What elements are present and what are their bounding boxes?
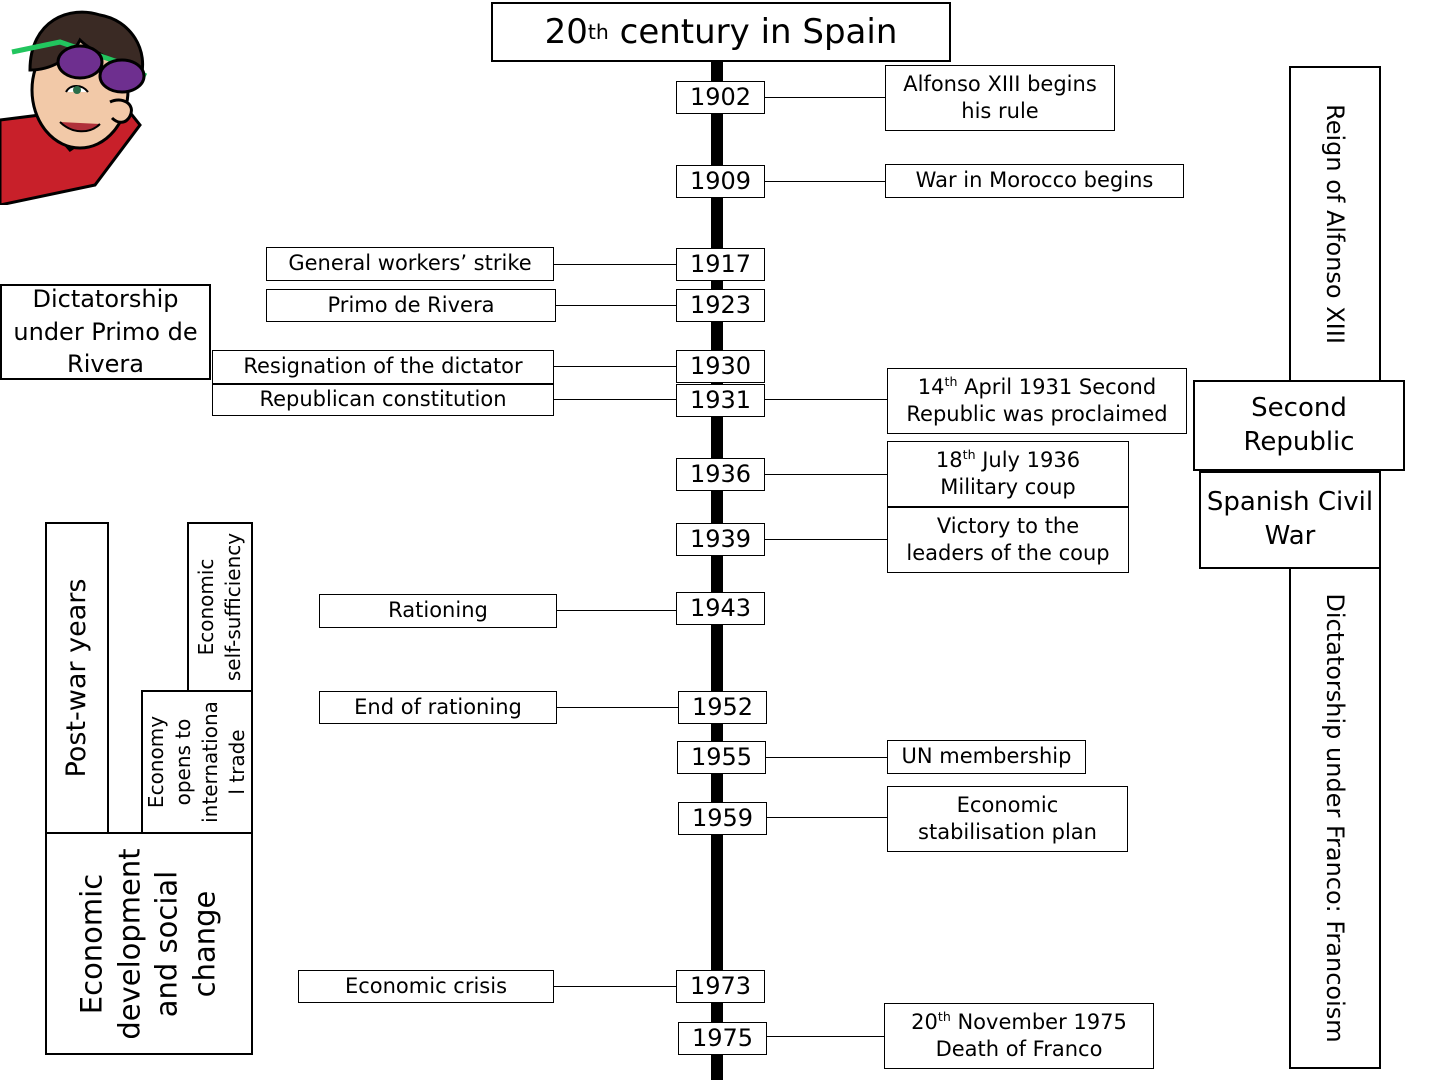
economy-opens-label: Economy opens to internationa l trade — [144, 701, 249, 823]
connector-line — [765, 539, 888, 540]
period-economy-opens: Economy opens to internationa l trade — [141, 690, 253, 834]
year-1902: 1902 — [676, 81, 765, 114]
event-1939: Victory to the leaders of the coup — [887, 507, 1129, 573]
avatar-icon — [0, 10, 148, 207]
year-1959: 1959 — [678, 802, 767, 835]
event-1975: 20th November 1975 Death of Franco — [884, 1003, 1154, 1069]
title-number: 20 — [544, 11, 588, 52]
connector-line — [554, 399, 676, 400]
event-1931-right: 14th April 1931 Second Republic was proc… — [887, 368, 1187, 434]
event-1909: War in Morocco begins — [885, 164, 1184, 198]
francoism-label: Dictatorship under Franco: Francoism — [1321, 593, 1350, 1043]
avatar — [0, 0, 160, 207]
connector-line — [556, 305, 676, 306]
period-reign-alfonso: Reign of Alfonso XIII — [1289, 66, 1381, 382]
economic-development-label: Economic development and social change — [74, 847, 222, 1040]
connector-line — [557, 610, 676, 611]
period-second-republic: Second Republic — [1193, 380, 1405, 471]
connector-line — [765, 474, 888, 475]
connector-line — [557, 707, 678, 708]
event-1917: General workers’ strike — [266, 247, 554, 281]
connector-line — [554, 366, 676, 367]
connector-line — [554, 264, 676, 265]
event-1952: End of rationing — [319, 691, 557, 724]
title-sup: th — [587, 19, 609, 44]
year-1917: 1917 — [676, 248, 765, 281]
event-1936: 18th July 1936 Military coup — [887, 441, 1129, 507]
period-economic-development: Economic development and social change — [45, 832, 253, 1055]
self-sufficiency-label: Economic self-sufficiency — [194, 532, 245, 682]
connector-line — [767, 1036, 885, 1037]
timeline-axis — [711, 60, 723, 1080]
connector-line — [765, 97, 885, 98]
title-rest: century in Spain — [608, 11, 898, 52]
event-1955: UN membership — [887, 740, 1086, 774]
event-1973: Economic crisis — [298, 970, 554, 1003]
reign-alfonso-label: Reign of Alfonso XIII — [1321, 104, 1350, 344]
year-1943: 1943 — [676, 592, 765, 625]
year-1952: 1952 — [678, 691, 767, 724]
year-1975: 1975 — [678, 1022, 767, 1055]
year-1930: 1930 — [676, 350, 765, 383]
period-francoism: Dictatorship under Franco: Francoism — [1289, 567, 1381, 1069]
period-primo-de-rivera: Dictatorship under Primo de Rivera — [0, 284, 211, 380]
period-self-sufficiency: Economic self-sufficiency — [187, 522, 253, 692]
year-1973: 1973 — [676, 970, 765, 1003]
event-1959: Economic stabilisation plan — [887, 786, 1128, 852]
year-1939: 1939 — [676, 523, 765, 556]
year-1931: 1931 — [676, 384, 765, 417]
year-1923: 1923 — [676, 289, 765, 322]
year-1909: 1909 — [676, 165, 765, 198]
year-1936: 1936 — [676, 458, 765, 491]
event-1923: Primo de Rivera — [266, 289, 556, 322]
event-1943: Rationing — [319, 594, 557, 628]
connector-line — [554, 986, 676, 987]
period-post-war-years: Post-war years — [45, 522, 109, 834]
event-1930: Resignation of the dictator — [212, 350, 554, 384]
event-1931-left: Republican constitution — [212, 384, 554, 416]
event-1902: Alfonso XIII begins his rule — [885, 65, 1115, 131]
post-war-label: Post-war years — [60, 578, 92, 778]
connector-line — [767, 817, 888, 818]
connector-line — [765, 181, 885, 182]
connector-line — [765, 399, 888, 400]
period-spanish-civil-war: Spanish Civil War — [1199, 471, 1381, 569]
year-1955: 1955 — [677, 741, 766, 774]
connector-line — [766, 757, 888, 758]
